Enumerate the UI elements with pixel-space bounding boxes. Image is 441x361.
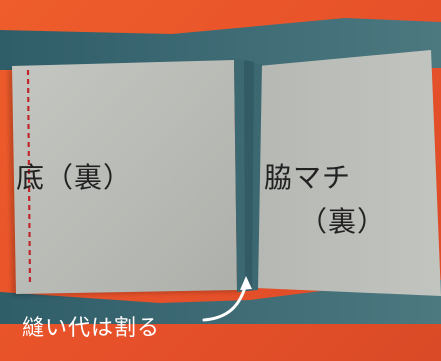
lining-top	[0, 18, 441, 70]
side-panel-label-sub: （裏）	[299, 205, 387, 238]
side-gusset-panel	[256, 50, 441, 296]
seam-caption: 縫い代は割る	[22, 316, 161, 341]
bottom-panel-label: 底（裏）	[16, 161, 133, 194]
stitch-line	[26, 69, 32, 287]
bottom-panel	[12, 60, 237, 294]
side-panel-label: 脇マチ	[264, 161, 352, 194]
